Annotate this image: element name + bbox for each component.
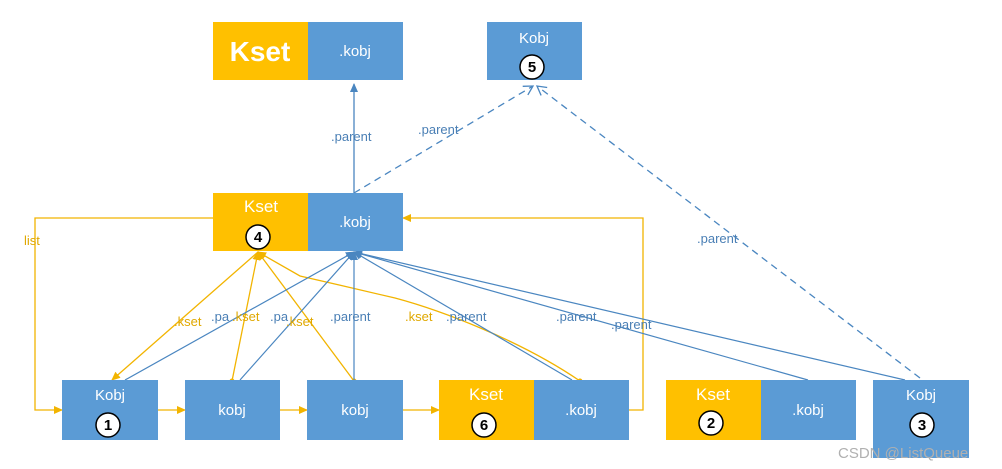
kobjb-title: kobj [341, 402, 369, 419]
kobj3-number: 3 [918, 417, 926, 434]
label-parent-5: .parent [556, 309, 597, 324]
label-kset-2: .kset [232, 309, 260, 324]
kobj5-number: 5 [528, 59, 536, 76]
parent-dashed-kobj3-to-kobj5 [535, 85, 921, 379]
label-parent-6: .parent [611, 317, 652, 332]
kset2-label: Kset [696, 385, 730, 404]
parent-line-kobja [239, 251, 355, 381]
kset-line-kobjb [257, 251, 355, 382]
kset-line-kobj1 [111, 251, 259, 381]
label-kset-1: .kset [174, 314, 202, 329]
kobja-title: kobj [218, 402, 246, 419]
kset4-label: Kset [244, 197, 278, 216]
kset2-badge [698, 410, 724, 436]
kobj5-title: Kobj [519, 30, 549, 47]
kset6-badge [471, 412, 497, 438]
label-parent-3: .parent [330, 309, 371, 324]
edge-labels: .parent .parent .parent list .kset .pa .… [24, 122, 738, 332]
node-kobj-3: Kobj 3 [873, 380, 969, 458]
kset4-kobj-label: .kobj [339, 214, 371, 231]
label-kset-4: .kset [405, 309, 433, 324]
label-parent-2: .pa [270, 309, 289, 324]
parent-line-kobj3 [353, 249, 906, 381]
label-parent-4: .parent [446, 309, 487, 324]
kset4-badge [245, 224, 271, 250]
kset2-kobj-label: .kobj [792, 402, 824, 419]
node-kobj-1: Kobj 1 [62, 380, 158, 440]
label-kset-3: .kset [286, 314, 314, 329]
node-kset-2: Kset 2 .kobj [666, 380, 856, 440]
kset2-number: 2 [707, 415, 715, 432]
node-kobj-a: kobj [185, 380, 280, 440]
connectors [34, 83, 921, 414]
kobj1-badge [95, 412, 121, 438]
kset-line-kset6 [257, 251, 581, 382]
kset4-number: 4 [254, 229, 263, 246]
watermark: CSDN @ListQueue [838, 445, 968, 462]
node-top-kset: Kset .kobj [213, 22, 403, 80]
top-kset-label: Kset [230, 36, 291, 67]
label-list: list [24, 233, 40, 248]
node-kobj-b: kobj [307, 380, 403, 440]
parent-line-kset6 [353, 251, 573, 381]
kset6-label: Kset [469, 385, 503, 404]
kobj1-title: Kobj [95, 387, 125, 404]
kset6-kobj-label: .kobj [565, 402, 597, 419]
node-kset-6: Kset 6 .kobj [439, 380, 629, 440]
parent-dashed-to-kobj5 [353, 85, 535, 194]
label-parent-right: .parent [697, 231, 738, 246]
top-kset-kobj-label: .kobj [339, 43, 371, 60]
kobj1-number: 1 [104, 417, 112, 434]
kobj5-badge [519, 54, 545, 80]
node-kobj-5: Kobj 5 [487, 22, 582, 80]
kobj3-title: Kobj [906, 387, 936, 404]
list-loop-left [34, 217, 213, 414]
kset6-number: 6 [480, 417, 488, 434]
kset-line-kobja [231, 251, 261, 382]
label-parent-1: .pa [211, 309, 230, 324]
parent-line-kobj1 [124, 251, 355, 381]
list-loop-right [402, 214, 644, 411]
label-parent-top: .parent [331, 129, 372, 144]
parent-line-kset2 [353, 250, 809, 381]
label-parent-to5: .parent [418, 122, 459, 137]
kobj3-badge [909, 412, 935, 438]
node-kset-4: Kset 4 .kobj [213, 193, 403, 251]
